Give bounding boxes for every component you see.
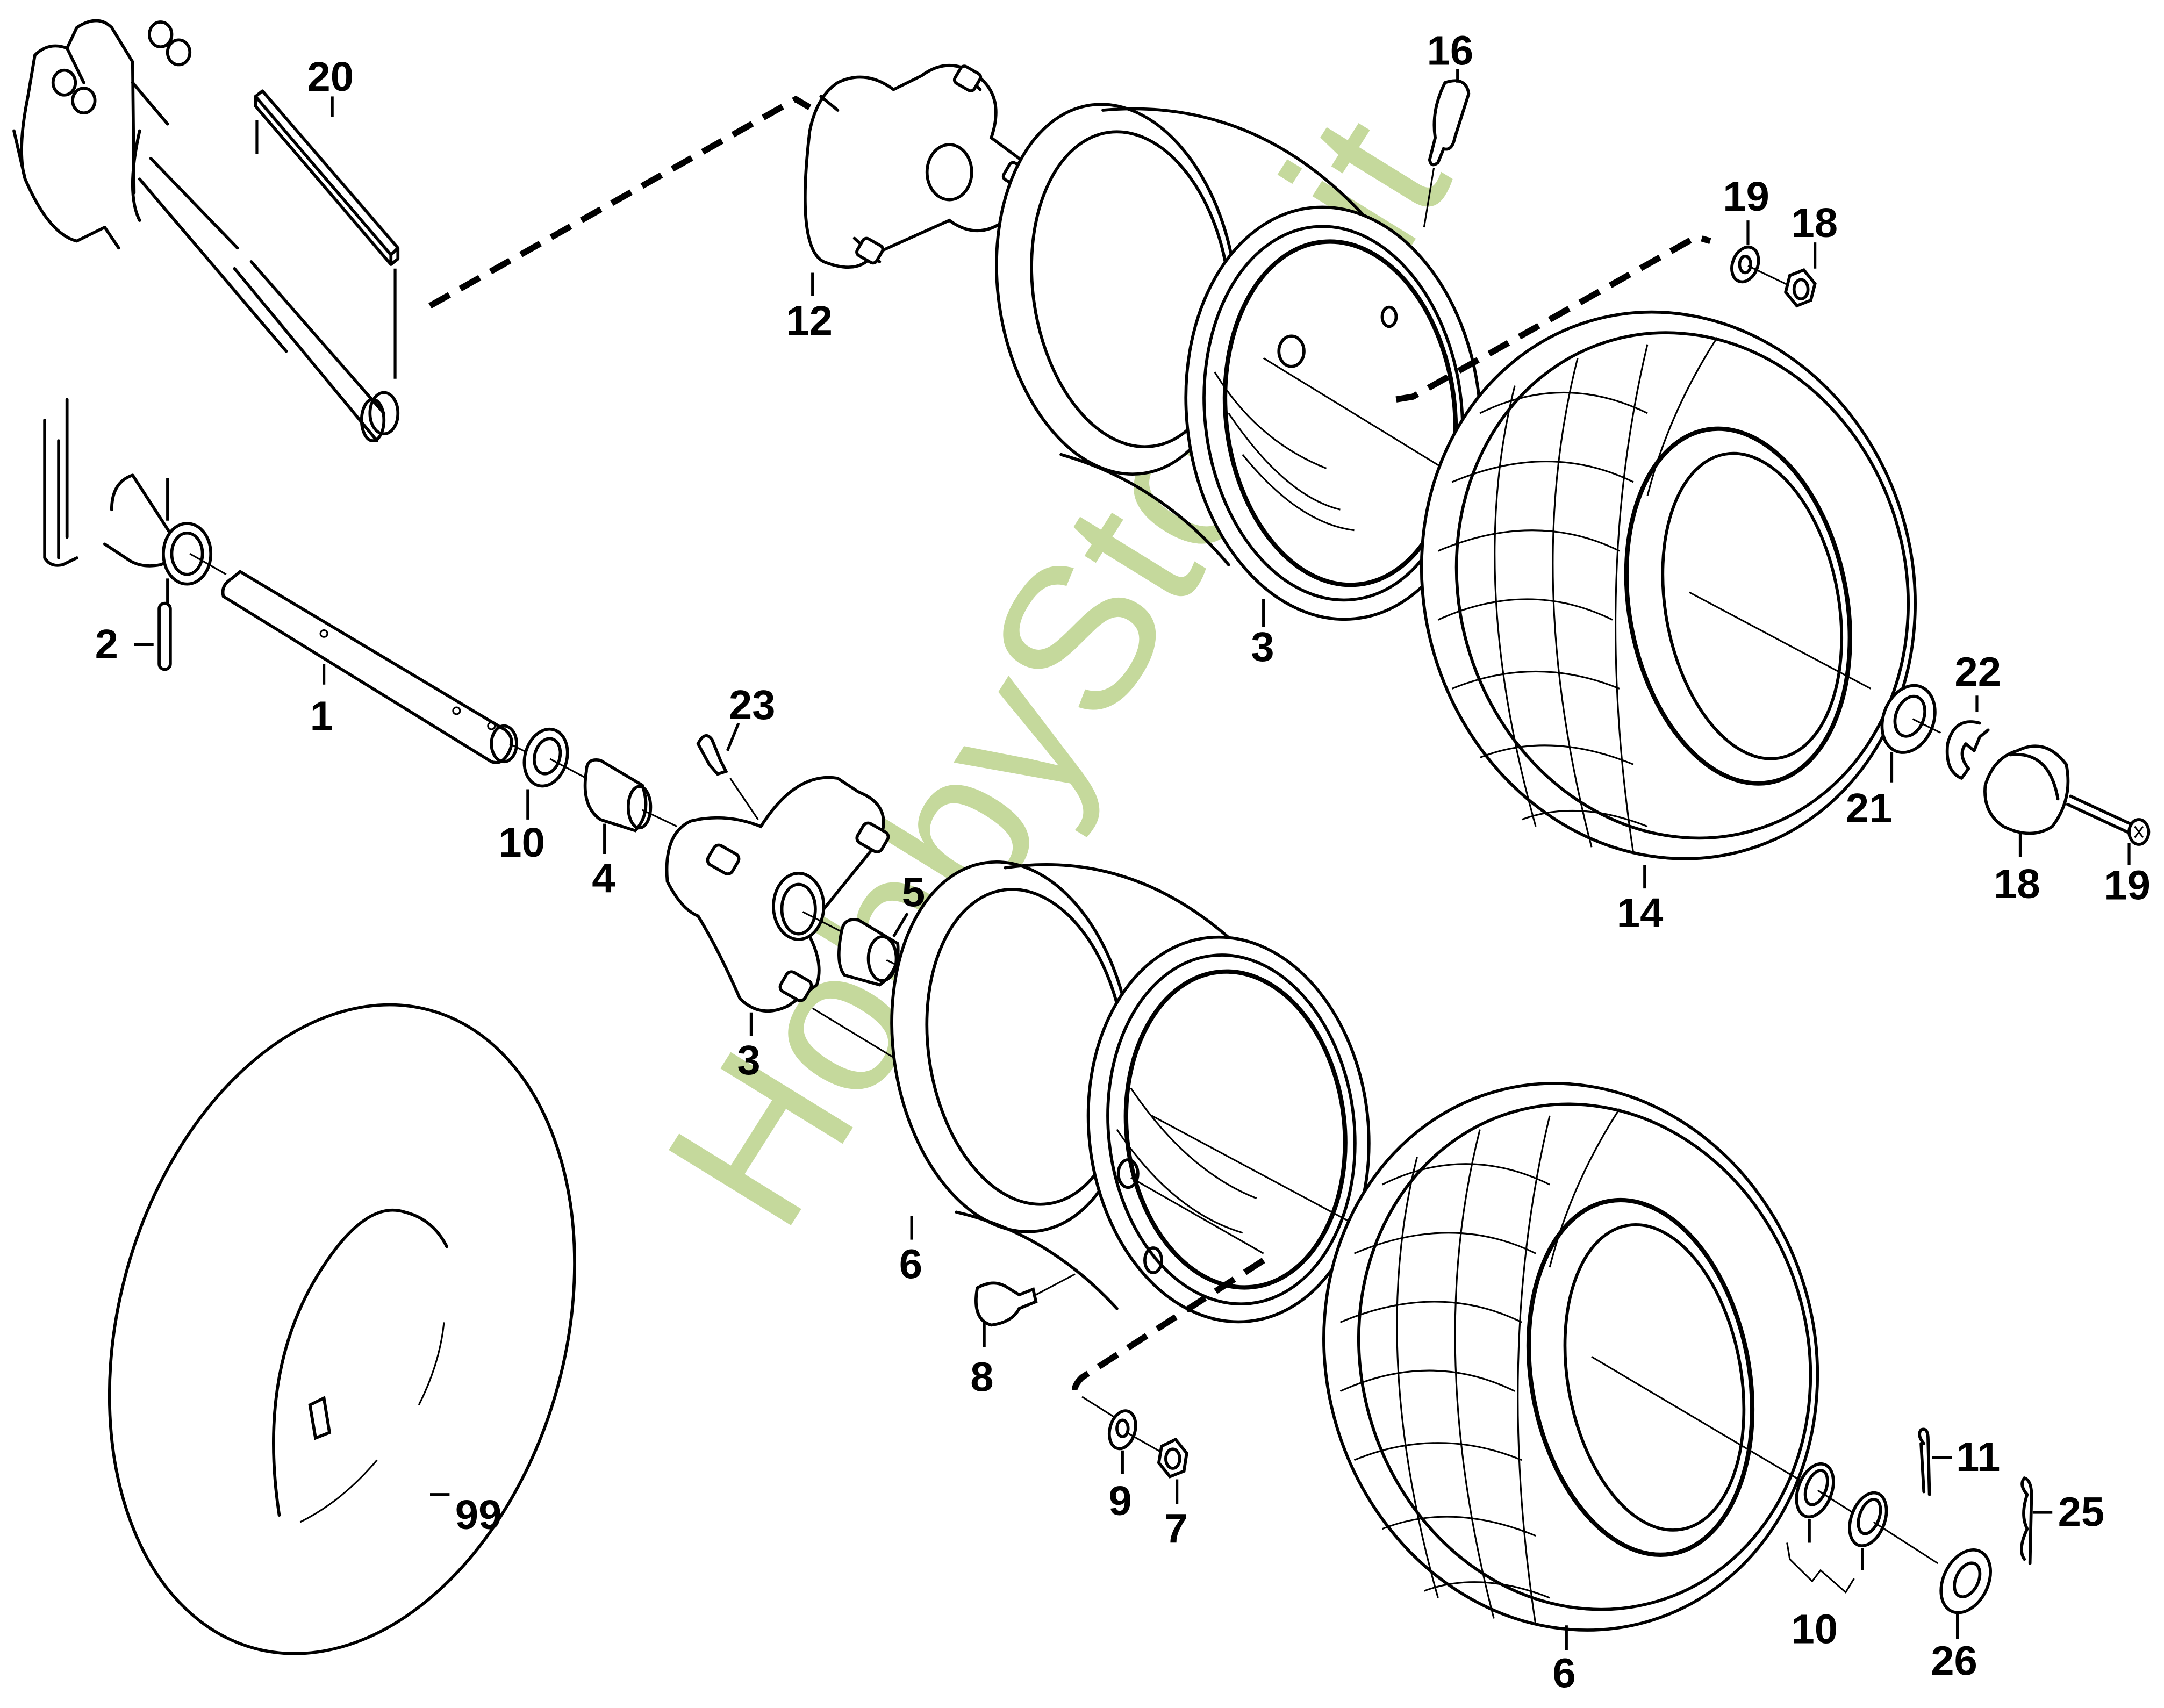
part-10-washer-upper: 10 [498, 727, 569, 866]
part-4-bushing-lower: 5 [837, 870, 925, 987]
part-3-rim-upper: 3 [995, 103, 1482, 670]
label-25: 25 [2058, 1489, 2105, 1535]
label-14: 14 [1617, 890, 1664, 936]
label-16: 18 [1791, 200, 1838, 246]
label-9: 9 [1108, 1479, 1131, 1524]
label-17: 19 [1723, 174, 1769, 220]
part-18-hub-cap: 18 [1983, 744, 2070, 907]
tire-tread-pattern [1339, 1108, 1621, 1626]
label-19: 19 [2104, 863, 2151, 908]
label-6: 6 [1552, 1650, 1575, 1696]
assembly-line [1072, 1258, 1265, 1400]
part-3-hub-lower: 3 [665, 776, 890, 1083]
label-7: 8 [970, 1354, 993, 1400]
label-3-upper: 3 [1251, 625, 1274, 670]
label-2: 2 [95, 622, 118, 668]
label-4-upper: 4 [592, 856, 615, 901]
part-12-hub: 12 [786, 64, 1034, 344]
label-23: 23 [729, 682, 776, 728]
label-12: 12 [786, 298, 833, 343]
assembly-line [1395, 233, 1711, 403]
part-2-pin: 2 [95, 601, 172, 671]
part-1-axle: 1 [221, 570, 518, 764]
label-26: 26 [1931, 1638, 1977, 1684]
label-22: 22 [1954, 649, 2001, 695]
label-21: 21 [1846, 786, 1893, 831]
label-10-upper: 10 [498, 820, 545, 866]
label-8: 7 [1164, 1506, 1187, 1552]
part-7-valve: 8 [970, 1273, 1076, 1400]
label-3-lower: 3 [737, 1038, 760, 1083]
label-5: 6 [899, 1241, 922, 1287]
frame-bracket [43, 398, 227, 604]
part-6-tire-lower: 6 [1322, 1082, 1819, 1696]
label-20: 20 [307, 54, 354, 100]
part-17-washer: 19 [1723, 174, 1769, 284]
label-1: 1 [310, 693, 333, 739]
part-9-washer: 9 [1108, 1409, 1137, 1524]
part-25-hairpin-clip: 25 [2020, 1476, 2105, 1565]
part-10-washers-lower: 10 [1786, 1462, 1888, 1652]
part-23-grease-nipple: 23 [696, 682, 776, 820]
part-8-nut: 7 [1157, 1437, 1188, 1552]
part-22-eclip: 22 [1945, 649, 2001, 780]
label-18: 18 [1994, 861, 2040, 907]
part-14-tire-upper: 14 [1420, 310, 1917, 936]
tire-tread-pattern [1437, 337, 1718, 855]
assembly-line [428, 95, 812, 308]
label-11: 11 [1956, 1434, 2000, 1480]
spindle-housing [12, 19, 400, 442]
part-5-rim-lower: 6 [890, 860, 1397, 1324]
part-19-screw: 19 [2066, 794, 2151, 908]
label-99: 99 [455, 1492, 502, 1538]
part-20-key: 20 [254, 54, 400, 379]
label-15: 16 [1427, 28, 1474, 74]
part-26-washer: 26 [1931, 1548, 1992, 1684]
part-4-bushing-upper: 4 [583, 758, 653, 902]
part-15-valve: 16 [1423, 28, 1474, 228]
part-99-inner-tube: 99 [108, 1003, 576, 1655]
part-11-cotter-pin: 11 [1918, 1427, 2000, 1496]
part-16-nut: 18 [1783, 200, 1838, 308]
part-21-washer: 21 [1846, 684, 1937, 831]
label-10-lower: 10 [1791, 1606, 1838, 1652]
